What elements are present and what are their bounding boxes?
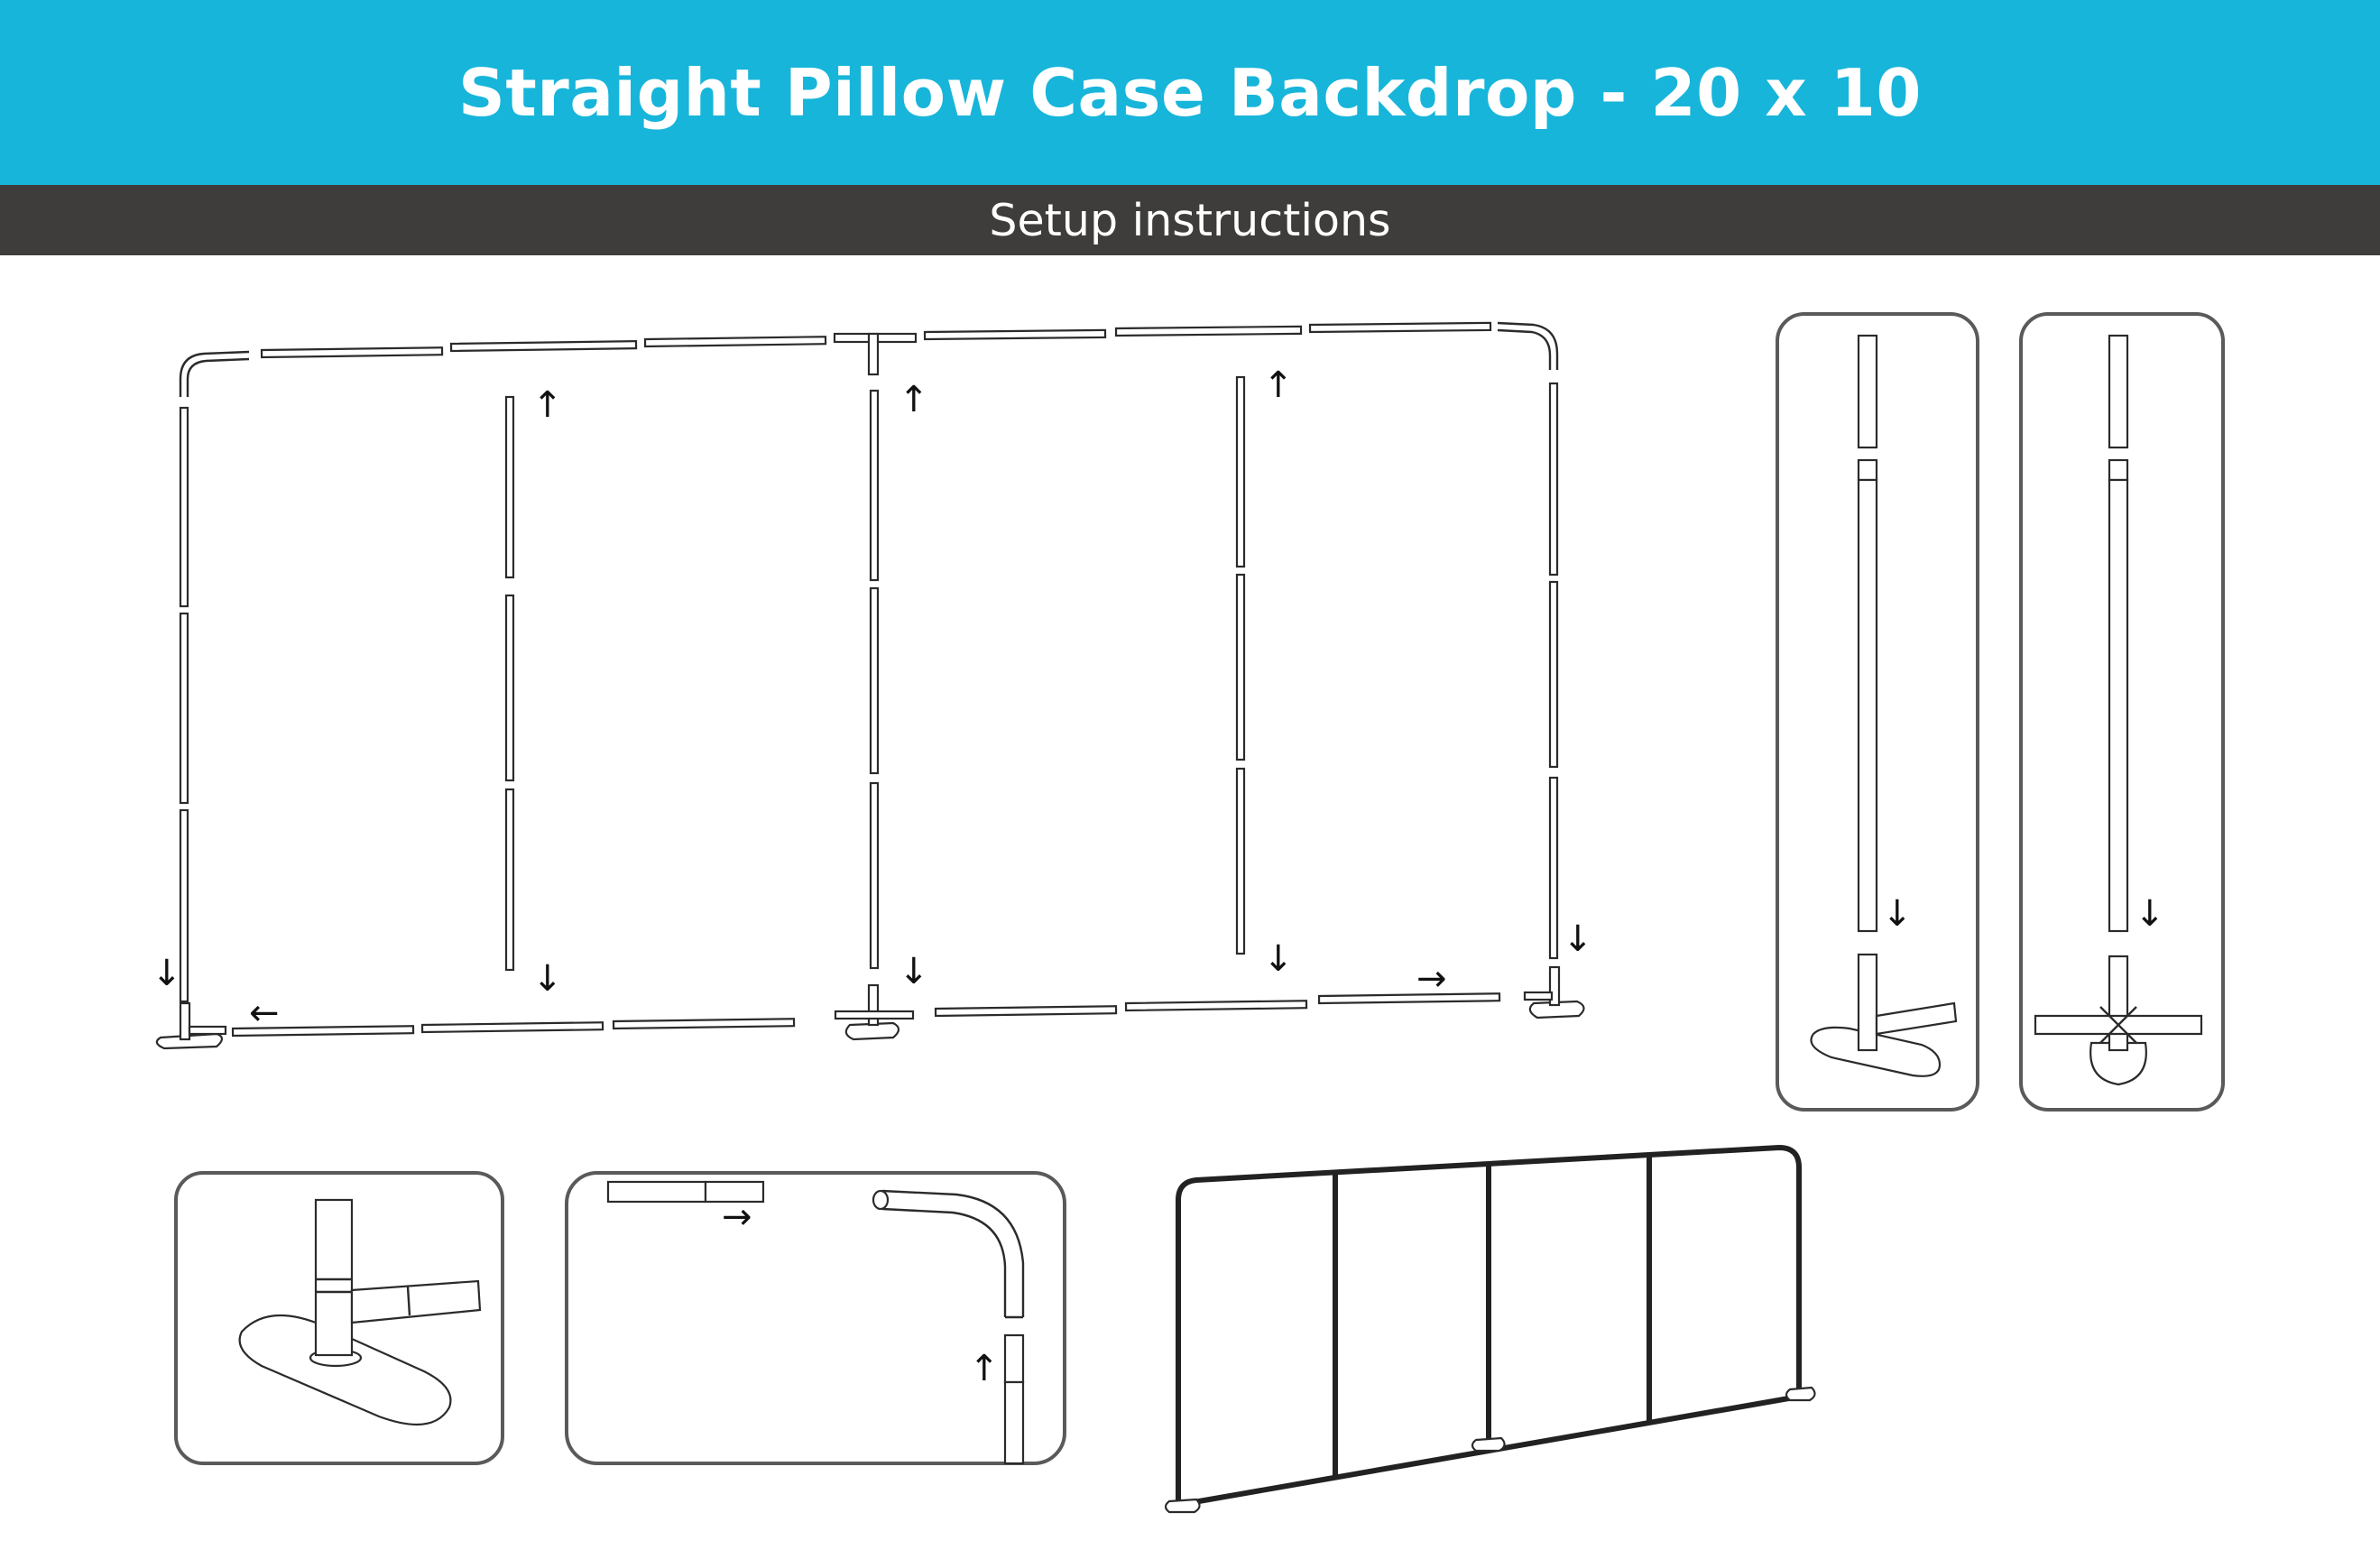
top-rail-segment bbox=[643, 336, 827, 348]
mid-left-upright-segment bbox=[504, 594, 515, 782]
base-post bbox=[314, 1198, 354, 1357]
base-side-arm bbox=[350, 1279, 482, 1324]
bottom-rail-segment bbox=[1317, 992, 1501, 1005]
top-rail-segment bbox=[260, 346, 444, 359]
center-upright-segment bbox=[869, 389, 880, 582]
arrow-down-icon: ↓ bbox=[532, 958, 563, 1000]
arrow-up-icon: ↑ bbox=[899, 379, 929, 420]
center-upright-segment bbox=[869, 586, 880, 775]
arrow-down-icon: ↓ bbox=[1263, 938, 1294, 980]
assembled-foot bbox=[1785, 1386, 1816, 1402]
base-post bbox=[1857, 953, 1878, 1052]
page-subtitle: Setup instructions bbox=[989, 194, 1391, 246]
bottom-rail-segment bbox=[1124, 1000, 1308, 1012]
exploded-frame-assembly: ↑ ↑ ↑ ↓ ↓ ↓ ↓ ↓ ← → bbox=[152, 321, 1593, 1050]
center-base-foot bbox=[2089, 1041, 2147, 1086]
base-side-arm bbox=[1875, 1001, 1958, 1036]
bottom-rail-segment bbox=[231, 1025, 415, 1038]
right-base-foot bbox=[1528, 1000, 1585, 1019]
top-rail-segment bbox=[923, 328, 1107, 341]
right-base-post bbox=[1548, 965, 1561, 1007]
arrow-right-icon: → bbox=[1416, 958, 1447, 1000]
right-base-arm bbox=[1523, 991, 1554, 1001]
subtitle-banner: Setup instructions bbox=[0, 185, 2380, 255]
detail-panel-end-base: ↓ bbox=[1776, 312, 1979, 1112]
center-base-foot bbox=[844, 1021, 900, 1041]
left-base-arm bbox=[188, 1025, 227, 1036]
right-upright-segment bbox=[1548, 776, 1559, 960]
top-rail-segment bbox=[449, 340, 638, 353]
top-right-corner-elbow-inner bbox=[1497, 328, 1552, 370]
top-rail-segment bbox=[1114, 325, 1303, 337]
base-side-arm-joint bbox=[406, 1286, 411, 1316]
top-rail-insert bbox=[704, 1180, 765, 1204]
mid-left-upright-segment bbox=[504, 788, 515, 972]
arrow-down-icon: ↓ bbox=[2135, 893, 2165, 935]
assembled-frame-outline bbox=[1176, 1145, 1802, 1505]
pole-joint bbox=[1857, 458, 1878, 482]
mid-left-upright-segment bbox=[504, 395, 515, 579]
pole-upper-segment bbox=[1857, 334, 1878, 449]
top-right-corner-elbow bbox=[1497, 321, 1559, 370]
mid-right-upright-segment bbox=[1235, 573, 1246, 761]
arrow-down-icon: ↓ bbox=[899, 951, 929, 992]
arrow-right-icon: → bbox=[722, 1196, 752, 1238]
pole-joint bbox=[2108, 458, 2129, 482]
top-t-connector-stem bbox=[867, 332, 880, 376]
page-title: Straight Pillow Case Backdrop - 20 x 10 bbox=[458, 54, 1922, 131]
upright-insert bbox=[1003, 1333, 1025, 1384]
arrow-up-icon: ↑ bbox=[1263, 364, 1294, 406]
right-upright-segment bbox=[1548, 580, 1559, 769]
center-base-t-arm bbox=[834, 1010, 915, 1020]
detail-panel-base-closeup bbox=[174, 1171, 504, 1465]
arrow-left-icon: ← bbox=[249, 992, 280, 1034]
right-upright-segment bbox=[1548, 382, 1559, 577]
pole-upper-segment bbox=[2108, 334, 2129, 449]
assembled-foot bbox=[1164, 1498, 1201, 1514]
corner-elbow-outer bbox=[881, 1189, 1025, 1317]
upright-pole bbox=[1003, 1380, 1025, 1465]
arrow-up-icon: ↑ bbox=[532, 384, 563, 426]
left-base-foot bbox=[155, 1032, 224, 1050]
left-upright-segment bbox=[179, 808, 189, 1003]
pole-lower-segment bbox=[1857, 478, 1878, 933]
arrow-down-icon: ↓ bbox=[1563, 918, 1593, 960]
arrow-down-icon: ↓ bbox=[1882, 893, 1913, 935]
top-left-corner-elbow bbox=[179, 350, 250, 397]
arrow-down-icon: ↓ bbox=[152, 953, 182, 994]
arrow-up-icon: ↑ bbox=[969, 1348, 1000, 1389]
pole-lower-segment bbox=[2108, 478, 2129, 933]
bottom-rail-segment bbox=[934, 1005, 1118, 1018]
corner-elbow-opening bbox=[872, 1189, 890, 1211]
bottom-rail-segment bbox=[420, 1021, 604, 1034]
left-upright-segment bbox=[179, 612, 189, 805]
left-base-post bbox=[179, 1001, 191, 1041]
assembled-foot bbox=[1471, 1436, 1506, 1453]
bottom-rail-segment bbox=[612, 1018, 796, 1030]
base-foot-plate bbox=[238, 1314, 452, 1426]
corner-elbow-inner bbox=[881, 1207, 1007, 1317]
center-upright-segment bbox=[869, 781, 880, 970]
detail-panel-corner-connection: → ↑ bbox=[565, 1171, 1066, 1465]
mid-right-upright-segment bbox=[1235, 767, 1246, 955]
top-rail-segment bbox=[1308, 321, 1492, 334]
top-rail-end bbox=[606, 1180, 707, 1204]
top-left-corner-elbow-inner bbox=[186, 357, 250, 397]
left-upright-segment bbox=[179, 406, 189, 608]
end-base-foot bbox=[1810, 1026, 1942, 1077]
base-cross-joint bbox=[2099, 1006, 2137, 1044]
detail-panel-frame bbox=[565, 1171, 1066, 1465]
mid-right-upright-segment bbox=[1235, 375, 1246, 568]
base-post bbox=[2108, 955, 2129, 1052]
title-banner: Straight Pillow Case Backdrop - 20 x 10 bbox=[0, 0, 2380, 185]
base-post-collar bbox=[316, 1278, 352, 1294]
detail-panel-center-base: ↓ bbox=[2019, 312, 2225, 1112]
center-base-post bbox=[867, 983, 880, 1027]
assembled-frame bbox=[1164, 1145, 1816, 1514]
